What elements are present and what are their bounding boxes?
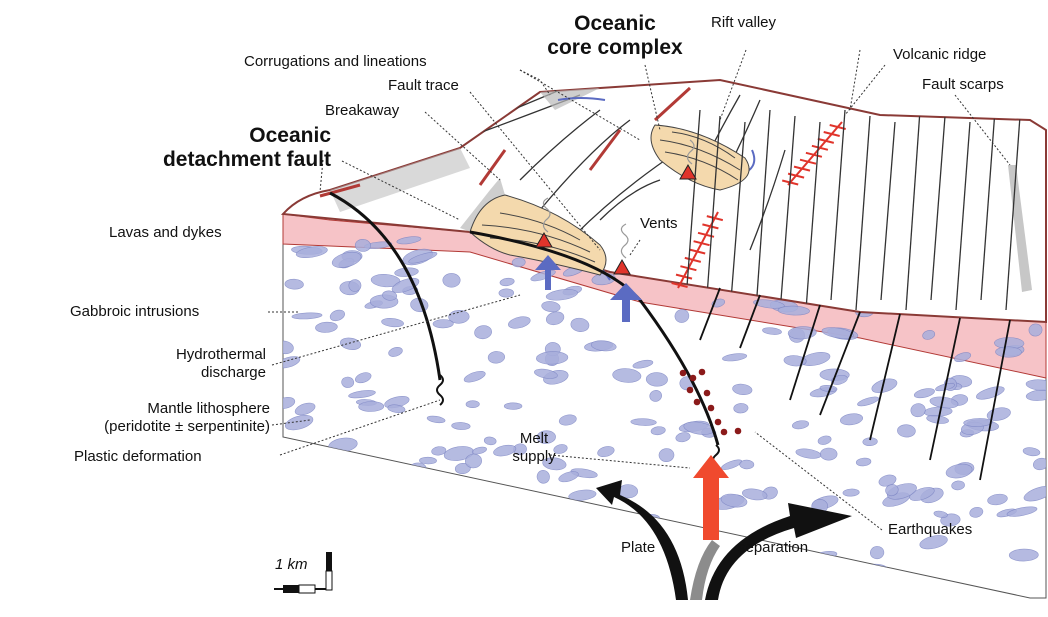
gabbro-blob <box>359 401 384 411</box>
gabbro-blob <box>343 499 374 511</box>
gabbro-blob <box>452 485 471 499</box>
gabbro-blob <box>443 273 460 287</box>
gabbro-blob <box>568 502 584 515</box>
gabbro-blob <box>372 477 398 495</box>
gabbro-blob <box>1009 549 1038 562</box>
label-corrugations: Corrugations and lineations <box>244 53 427 71</box>
label-plastic-deformation: Plastic deformation <box>74 448 202 466</box>
gabbro-blob <box>565 540 592 556</box>
gabbro-blob <box>615 560 631 570</box>
gabbro-blob <box>740 460 754 469</box>
gabbro-blob <box>499 289 514 298</box>
label-hydrothermal-discharge: Hydrothermal discharge <box>100 346 266 382</box>
label-volcanic-ridge: Volcanic ridge <box>893 46 986 64</box>
gabbro-blob <box>454 480 479 491</box>
gabbro-blob <box>480 562 501 572</box>
label-separation: separation <box>738 539 808 557</box>
gabbro-blob <box>466 401 480 408</box>
gabbro-blob <box>566 501 586 518</box>
label-lavas-dykes: Lavas and dykes <box>109 224 222 242</box>
gabbro-blob <box>318 486 340 499</box>
gabbro-blob <box>386 563 403 579</box>
gabbro-blob <box>363 501 394 519</box>
label-vents: Vents <box>640 215 678 233</box>
gabbro-blob <box>492 557 520 568</box>
gabbro-blob <box>500 559 524 566</box>
gabbro-blob <box>433 319 454 328</box>
gabbro-blob <box>388 473 415 487</box>
label-fault-trace: Fault trace <box>388 77 459 95</box>
gabbro-blob <box>995 347 1021 358</box>
gabbro-blob <box>488 501 514 510</box>
gabbro-blob <box>577 517 594 528</box>
label-rift-valley: Rift valley <box>711 14 776 32</box>
gabbro-blob <box>451 517 468 528</box>
label-scale: 1 km <box>275 556 308 574</box>
label-mantle-lithosphere: Mantle lithosphere (peridotite ± serpent… <box>40 400 270 436</box>
gabbro-blob <box>820 448 837 460</box>
label-breakaway: Breakaway <box>325 102 399 120</box>
gabbro-blob <box>519 545 536 557</box>
gabbro-blob <box>813 561 838 574</box>
label-oceanic-core-complex: Oceanic core complex <box>545 12 685 60</box>
label-fault-scarps: Fault scarps <box>922 76 1004 94</box>
gabbro-blob <box>366 484 395 492</box>
label-earthquakes: Earthquakes <box>888 521 972 539</box>
gabbro-blob <box>419 457 436 464</box>
label-plate: Plate <box>621 539 655 557</box>
gabbro-blob <box>526 546 549 565</box>
label-oceanic-detachment-fault: Oceanic detachment fault <box>95 124 331 172</box>
gabbro-blob <box>307 496 329 506</box>
gabbro-blob <box>427 495 453 507</box>
gabbro-blob <box>414 519 433 532</box>
gabbro-blob <box>462 509 478 520</box>
gabbro-blob <box>380 491 400 501</box>
gabbro-blob <box>504 403 522 410</box>
label-melt-supply: Melt supply <box>504 430 564 466</box>
label-gabbroic-intrusions: Gabbroic intrusions <box>70 303 199 321</box>
gabbro-blob <box>442 501 468 509</box>
gabbro-blob <box>466 499 484 512</box>
gabbro-blob <box>878 571 893 582</box>
